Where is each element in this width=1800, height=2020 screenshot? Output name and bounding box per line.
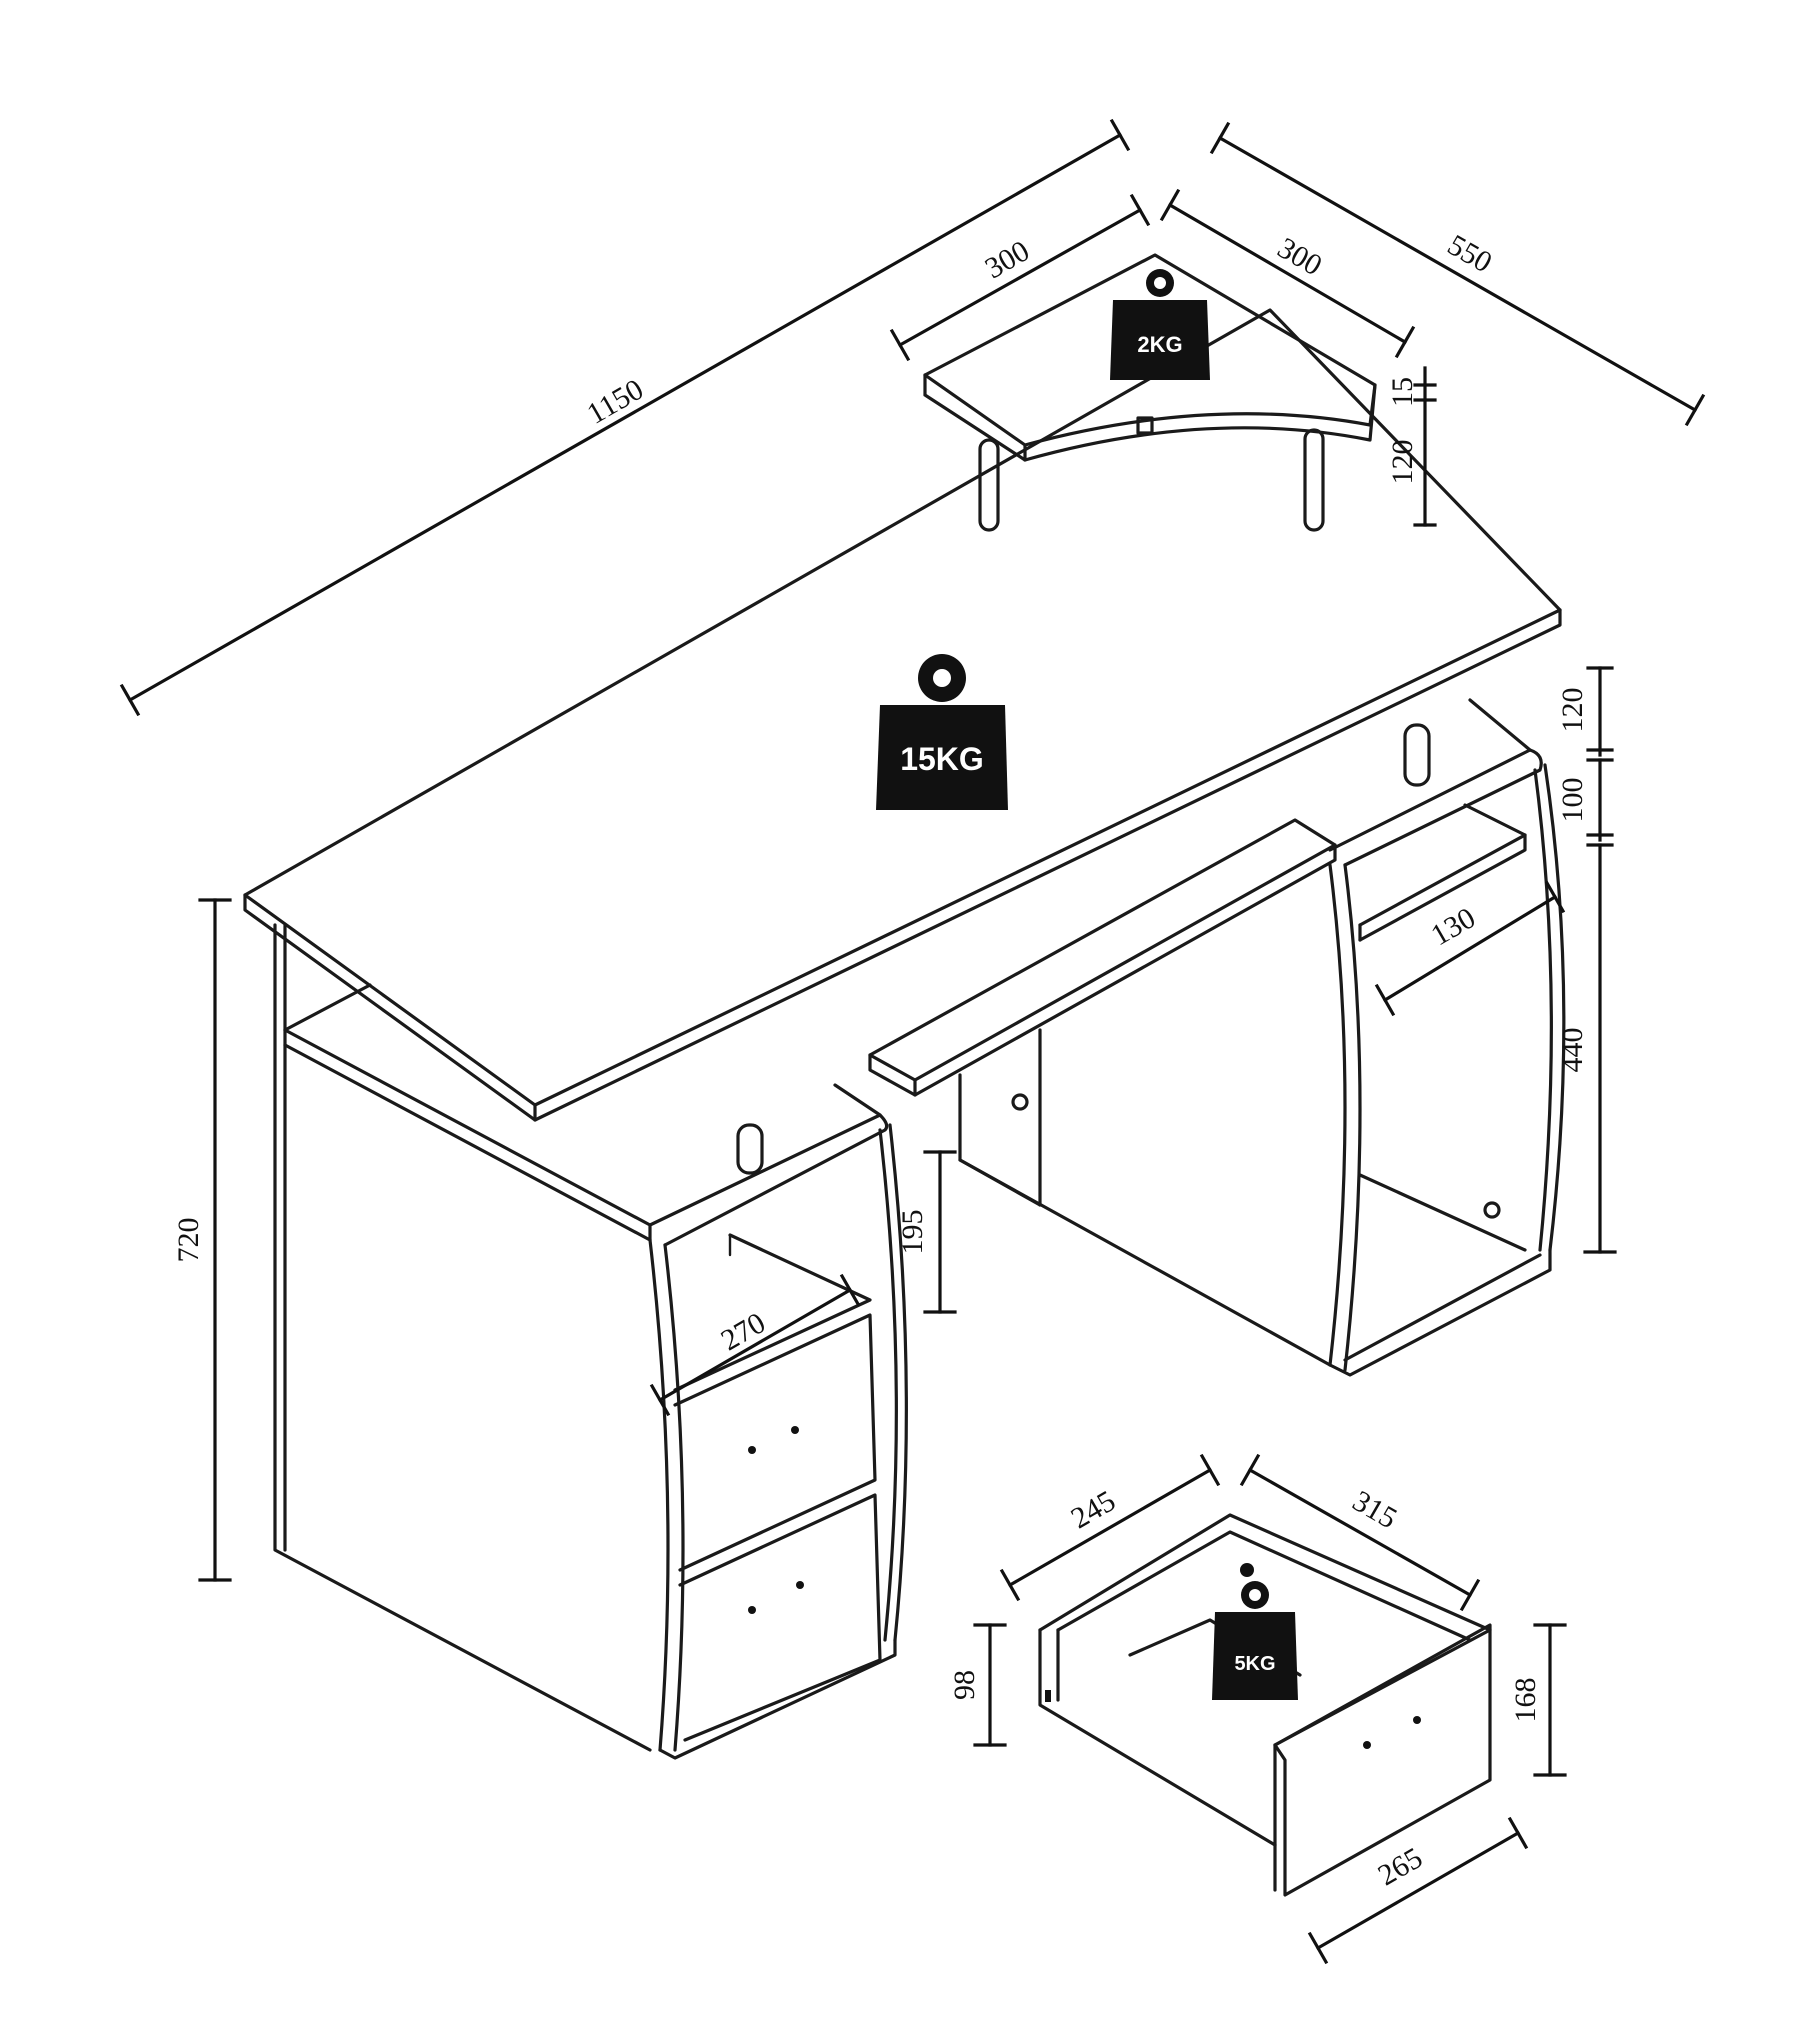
label-300-b: 300 bbox=[1272, 231, 1327, 282]
label-300-a: 300 bbox=[980, 234, 1035, 285]
label-15: 15 bbox=[1386, 377, 1419, 407]
dimension-drawer-side: 245 bbox=[999, 1453, 1221, 1602]
label-195: 195 bbox=[896, 1210, 929, 1255]
dimension-right-stack: 120 100 440 bbox=[1556, 666, 1617, 1254]
label-265: 265 bbox=[1373, 1841, 1428, 1892]
label-98: 98 bbox=[948, 1670, 981, 1700]
weight-label-desk: 15KG bbox=[900, 741, 984, 777]
weight-icon-shelf: 2KG bbox=[1110, 269, 1210, 380]
dimension-desk-width: 1150 bbox=[119, 118, 1131, 717]
label-315: 315 bbox=[1347, 1484, 1402, 1535]
weight-label-drawer: 5KG bbox=[1234, 1653, 1275, 1675]
monitor-shelf bbox=[923, 253, 1377, 532]
dimension-cabinet-depth: 270 bbox=[649, 1273, 861, 1417]
dimension-drawer-inner-height: 98 bbox=[948, 1623, 1007, 1747]
dimension-desk-height: 720 bbox=[172, 898, 232, 1582]
dimension-cpu-depth: 130 bbox=[1374, 880, 1566, 1017]
keyboard-tray bbox=[868, 818, 1337, 1097]
weight-icon-desk: 15KG bbox=[876, 654, 1008, 810]
dimension-keyboard-clearance: 195 bbox=[896, 1150, 957, 1314]
label-440: 440 bbox=[1556, 1028, 1589, 1073]
label-130: 130 bbox=[1426, 901, 1481, 952]
label-120-shelf: 120 bbox=[1386, 440, 1419, 485]
drawer-detail bbox=[1038, 1513, 1492, 1897]
dimension-shelf-height: 15 120 bbox=[1386, 366, 1437, 527]
right-cabinet bbox=[958, 698, 1566, 1377]
dimension-drawer-width: 315 bbox=[1239, 1453, 1481, 1612]
dimension-drawer-front-width: 265 bbox=[1307, 1816, 1529, 1965]
left-cabinet bbox=[273, 923, 908, 1760]
dimension-drawer-front-height: 168 bbox=[1509, 1623, 1567, 1777]
weight-label-shelf: 2KG bbox=[1137, 332, 1182, 357]
label-100: 100 bbox=[1556, 778, 1589, 823]
label-168: 168 bbox=[1509, 1678, 1542, 1723]
desk-top bbox=[243, 308, 1562, 1122]
label-720: 720 bbox=[172, 1218, 205, 1263]
label-120-top: 120 bbox=[1556, 688, 1589, 733]
weight-icon-drawer: 5KG bbox=[1212, 1581, 1298, 1700]
